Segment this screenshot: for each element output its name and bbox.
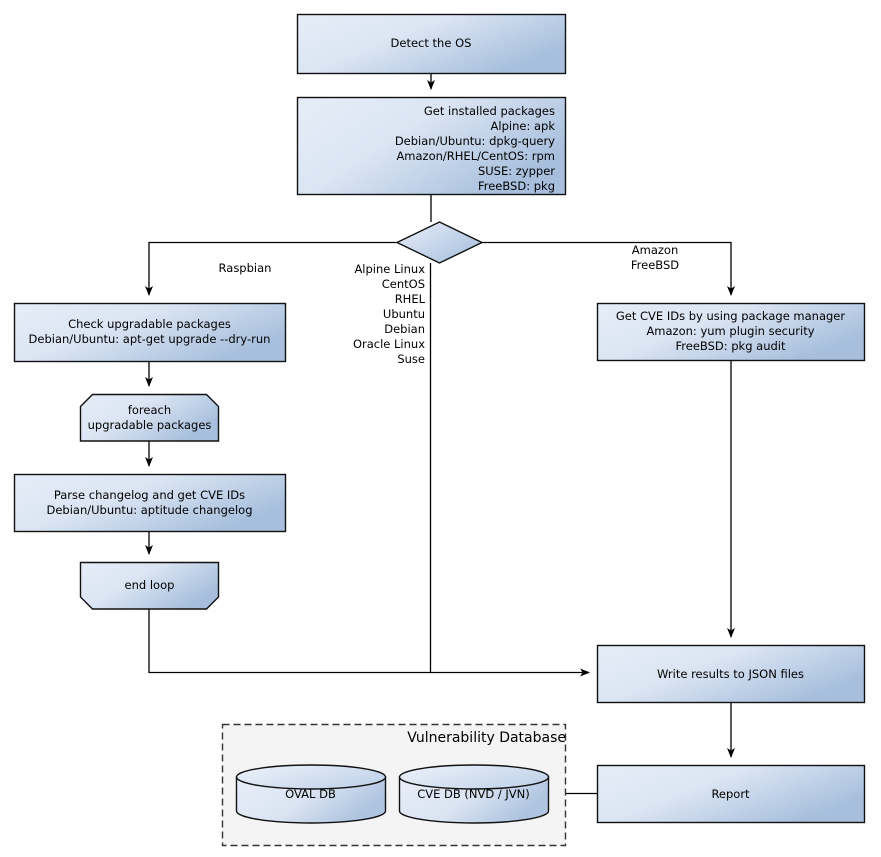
parse-changelog-get-cve-ids-label: Parse changelog and get CVE IDs Debian/U… xyxy=(46,488,253,517)
edge-label-os-list: Alpine Linux CentOS RHEL Ubuntu Debian O… xyxy=(352,262,425,366)
vulnerability-database-group-title: Vulnerability Database xyxy=(407,730,566,746)
write-results-to-json-files-label: Write results to JSON files xyxy=(657,667,804,681)
foreach-upgradable-packages-label: foreach upgradable packages xyxy=(87,403,212,432)
edge-label-amazon-freebsd: Amazon FreeBSD xyxy=(630,243,680,272)
edge-endloop-to-write-json xyxy=(148,609,590,677)
oval-db-label: OVAL DB xyxy=(285,787,336,801)
get-cve-ids-by-package-manager-label: Get CVE IDs by using package manager Ama… xyxy=(615,309,846,353)
end-loop-label: end loop xyxy=(124,578,175,592)
get-installed-packages-label: Get installed packages Alpine: apk Debia… xyxy=(394,104,555,193)
detect-the-os-label: Detect the OS xyxy=(390,36,472,50)
cve-db-label: CVE DB (NVD / JVN) xyxy=(417,787,530,801)
os-branch-decision-shape[interactable] xyxy=(395,221,484,264)
report-label: Report xyxy=(711,787,750,801)
check-upgradable-packages-label: Check upgradable packages Debian/Ubuntu:… xyxy=(28,317,271,346)
